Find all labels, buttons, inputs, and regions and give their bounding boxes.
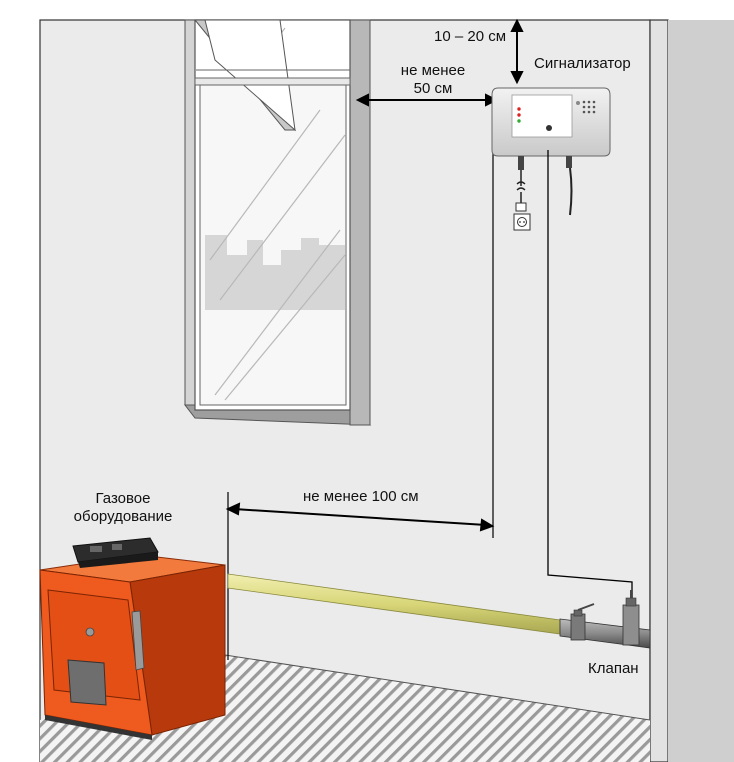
gap-top-label: 10 – 20 см	[434, 28, 507, 45]
window	[183, 19, 372, 426]
dimension-ceiling-to-detector	[510, 18, 524, 85]
detector-label: Сигнализатор	[534, 55, 631, 72]
equipment-label: Газовое оборудование	[58, 490, 188, 526]
window-distance-label: не менее 50 см	[388, 62, 478, 98]
room-side-wall	[649, 19, 734, 762]
gas-boiler	[39, 554, 226, 740]
window-city-silhouette	[205, 235, 345, 310]
window-distance-line1: не менее	[400, 62, 466, 79]
dimension-equipment-to-detector	[225, 502, 495, 532]
equipment-label-line1: Газовое	[95, 490, 151, 507]
valve-control-cable	[569, 167, 573, 216]
gas-valve	[559, 590, 651, 649]
power-socket-icon	[513, 213, 531, 231]
power-cord	[515, 170, 527, 212]
valve-label: Клапан	[588, 660, 639, 677]
gas-detector-device	[491, 87, 611, 170]
window-distance-line2: 50 см	[413, 80, 453, 97]
dimension-window-to-detector	[355, 93, 499, 107]
equipment-label-line2: оборудование	[73, 508, 173, 525]
boiler-control-panel	[72, 537, 159, 568]
equipment-distance-label: не менее 100 см	[303, 488, 419, 505]
